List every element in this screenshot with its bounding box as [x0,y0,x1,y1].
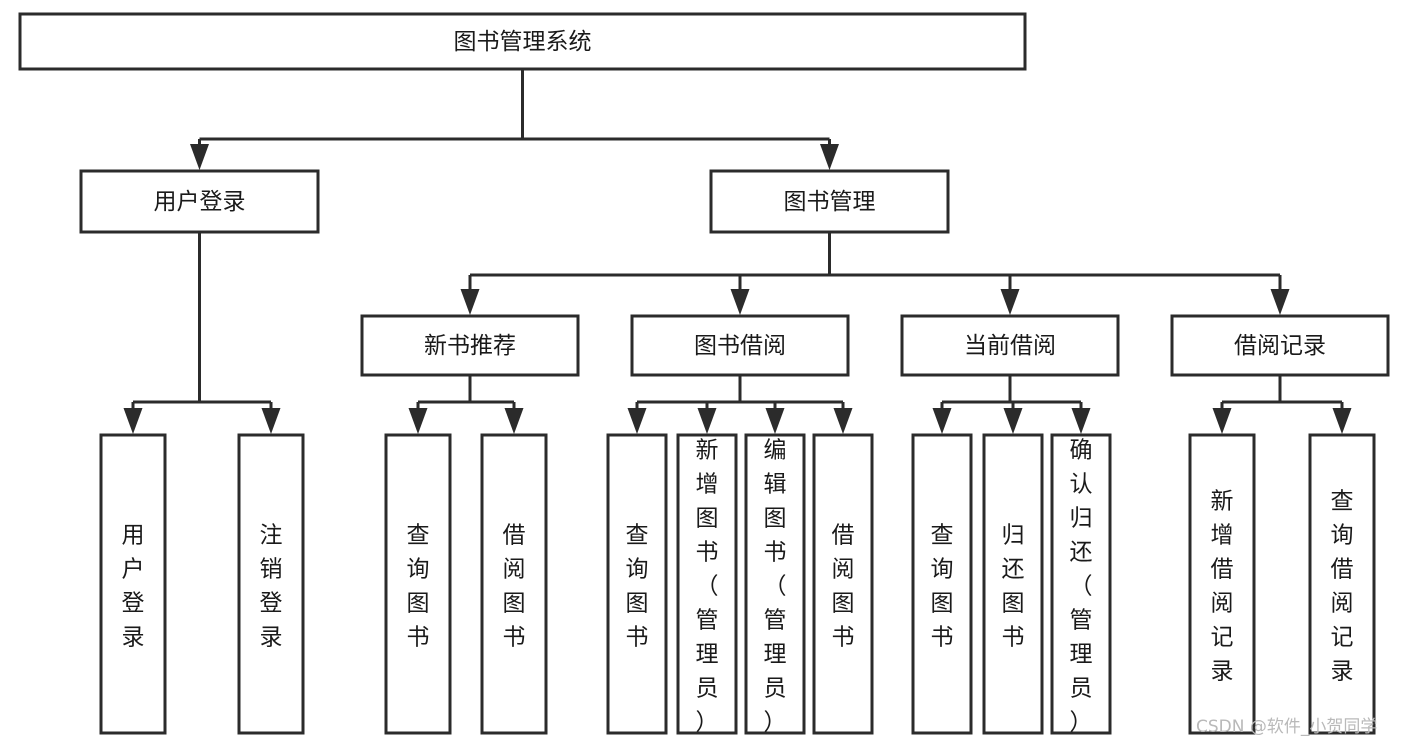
node-label-leaf-user-logout: 注销登录 [260,523,283,651]
node-user-login[interactable]: 用户登录 [79,169,320,234]
arrow-book-management-to-current-borrow-head [1000,289,1020,315]
arrow-user-login-to-leaf-user-logout-head [261,408,281,434]
arrow-root-to-book-management-head [820,144,839,170]
nodes-layer: 图书管理系统用户登录图书管理新书推荐图书借阅当前借阅借阅记录用户登录注销登录查询… [18,12,1390,736]
node-label-leaf-confirm-return-admin: 确认归还（管理员） [1070,438,1093,736]
arrow-current-borrow-to-leaf-query-book-current-head [932,408,952,434]
arrow-new-book-recommend-to-leaf-borrow-book-recommend-head [504,408,524,434]
node-box-leaf-borrow-book[interactable] [812,433,874,735]
arrow-borrow-record-to-leaf-add-borrow-record-head [1212,408,1232,434]
node-leaf-user-login[interactable]: 用户登录 [99,433,167,735]
arrow-user-login-to-leaf-user-login-head [123,408,143,434]
node-label-leaf-add-borrow-record: 新增借阅记录 [1211,489,1234,685]
node-box-root[interactable] [18,12,1027,71]
node-leaf-edit-book-admin[interactable]: 编辑图书（管理员） [744,433,806,736]
arrow-new-book-recommend-to-leaf-query-book-recommend-head [408,408,428,434]
arrow-borrow-record-to-leaf-query-borrow-record-head [1332,408,1352,434]
node-label-leaf-query-book-recommend: 查询图书 [407,523,430,651]
node-box-leaf-add-borrow-record[interactable] [1188,433,1256,735]
node-leaf-borrow-book-recommend[interactable]: 借阅图书 [480,433,548,735]
node-leaf-return-book[interactable]: 归还图书 [982,433,1044,735]
node-label-current-borrow: 当前借阅 [964,333,1056,359]
node-label-borrow-record: 借阅记录 [1234,333,1326,359]
arrow-root-to-user-login-head [190,144,209,170]
watermark-layer: CSDN @软件_小贺同学 [1196,717,1377,737]
node-label-leaf-borrow-book-recommend: 借阅图书 [503,523,526,651]
node-box-leaf-user-logout[interactable] [237,433,305,735]
arrow-book-borrow-to-leaf-borrow-book-head [833,408,853,434]
node-box-leaf-query-borrow-record[interactable] [1308,433,1376,735]
node-label-leaf-query-book-current: 查询图书 [931,523,954,651]
arrow-book-borrow-to-leaf-add-book-admin-head [697,408,717,434]
node-leaf-query-borrow-record[interactable]: 查询借阅记录 [1308,433,1376,735]
node-leaf-query-book-recommend[interactable]: 查询图书 [384,433,452,735]
node-box-borrow-record[interactable] [1170,314,1390,377]
node-label-leaf-borrow-book: 借阅图书 [832,523,855,651]
node-label-new-book-recommend: 新书推荐 [424,333,516,359]
node-box-leaf-confirm-return-admin[interactable] [1050,433,1112,735]
arrow-book-management-to-borrow-record-head [1270,289,1290,315]
node-box-user-login[interactable] [79,169,320,234]
node-leaf-add-borrow-record[interactable]: 新增借阅记录 [1188,433,1256,735]
node-root[interactable]: 图书管理系统 [18,12,1027,71]
node-leaf-query-book-borrow[interactable]: 查询图书 [606,433,668,735]
node-box-leaf-add-book-admin[interactable] [676,433,738,735]
node-borrow-record[interactable]: 借阅记录 [1170,314,1390,377]
node-box-current-borrow[interactable] [900,314,1120,377]
node-label-leaf-query-book-borrow: 查询图书 [626,523,649,651]
node-book-management[interactable]: 图书管理 [709,169,950,234]
node-current-borrow[interactable]: 当前借阅 [900,314,1120,377]
arrow-book-borrow-to-leaf-edit-book-admin-head [765,408,785,434]
node-label-root: 图书管理系统 [454,29,592,55]
node-box-leaf-edit-book-admin[interactable] [744,433,806,735]
node-box-leaf-query-book-current[interactable] [911,433,973,735]
arrow-book-management-to-book-borrow-head [730,289,750,315]
node-label-leaf-add-book-admin: 新增图书（管理员） [696,438,719,736]
arrow-current-borrow-to-leaf-return-book-head [1003,408,1023,434]
node-new-book-recommend[interactable]: 新书推荐 [360,314,580,377]
arrow-book-borrow-to-leaf-query-book-borrow-head [627,408,647,434]
node-box-book-management[interactable] [709,169,950,234]
node-label-leaf-return-book: 归还图书 [1002,523,1025,651]
node-leaf-add-book-admin[interactable]: 新增图书（管理员） [676,433,738,736]
csdn-watermark: CSDN @软件_小贺同学 [1196,717,1377,737]
node-leaf-confirm-return-admin[interactable]: 确认归还（管理员） [1050,433,1112,736]
node-box-leaf-user-login[interactable] [99,433,167,735]
node-leaf-user-logout[interactable]: 注销登录 [237,433,305,735]
connectors-layer [123,69,1352,434]
node-box-book-borrow[interactable] [630,314,850,377]
node-label-leaf-query-borrow-record: 查询借阅记录 [1331,489,1354,685]
arrow-book-management-to-new-book-recommend-head [460,289,480,315]
node-label-book-management: 图书管理 [784,189,876,215]
node-box-new-book-recommend[interactable] [360,314,580,377]
node-label-leaf-user-login: 用户登录 [122,523,145,651]
node-box-leaf-borrow-book-recommend[interactable] [480,433,548,735]
node-label-leaf-edit-book-admin: 编辑图书（管理员） [764,438,787,736]
node-label-book-borrow: 图书借阅 [694,333,786,359]
node-leaf-query-book-current[interactable]: 查询图书 [911,433,973,735]
node-box-leaf-query-book-recommend[interactable] [384,433,452,735]
node-box-leaf-query-book-borrow[interactable] [606,433,668,735]
node-label-user-login: 用户登录 [154,189,246,215]
node-box-leaf-return-book[interactable] [982,433,1044,735]
arrow-current-borrow-to-leaf-confirm-return-admin-head [1071,408,1091,434]
node-book-borrow[interactable]: 图书借阅 [630,314,850,377]
node-leaf-borrow-book[interactable]: 借阅图书 [812,433,874,735]
